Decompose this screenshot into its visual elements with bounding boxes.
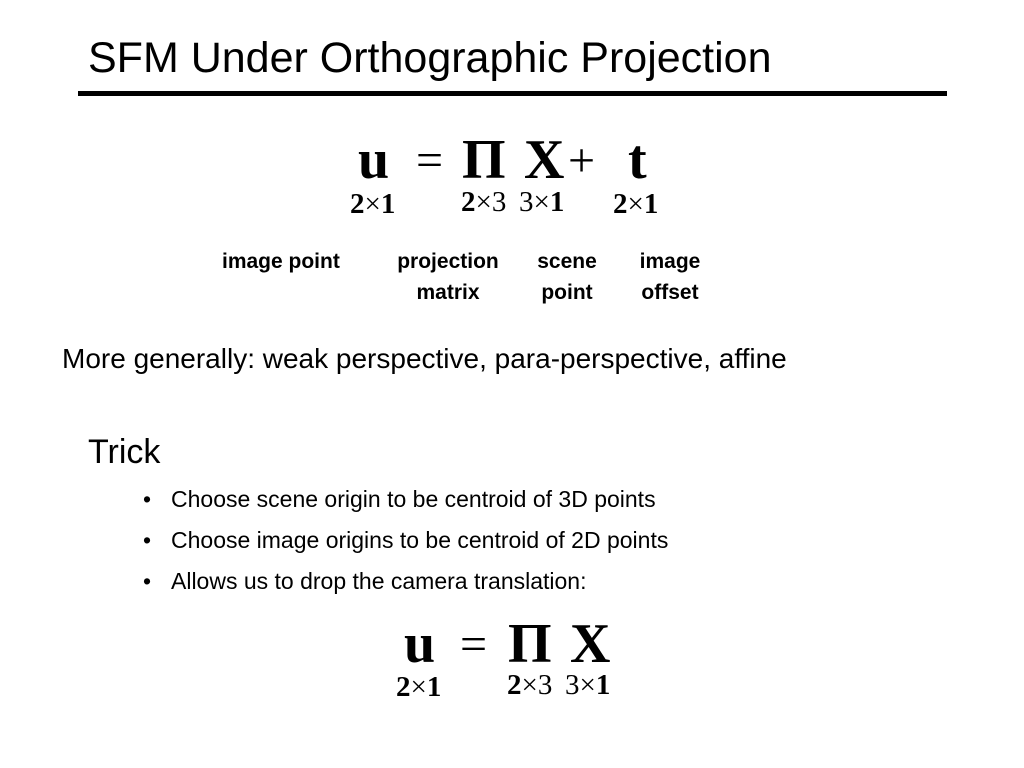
eq2-X: X bbox=[570, 613, 611, 675]
eq1-dim-pi: 2×3 bbox=[461, 186, 507, 218]
slide-title: SFM Under Orthographic Projection bbox=[88, 34, 772, 82]
eq1-plus: + bbox=[568, 134, 596, 187]
eq1-dim-X: 3×1 bbox=[519, 186, 565, 218]
label-image-offset: image offset bbox=[639, 250, 701, 304]
eq2-dim-X: 3×1 bbox=[565, 669, 611, 701]
title-underline bbox=[78, 91, 947, 96]
eq2-u: u bbox=[404, 613, 436, 675]
trick-heading: Trick bbox=[88, 433, 161, 471]
eq1-u: u bbox=[358, 129, 390, 191]
eq2-dim-u: 2×1 bbox=[396, 671, 442, 703]
list-item: •Allows us to drop the camera translatio… bbox=[143, 568, 587, 594]
more-generally-text: More generally: weak perspective, para-p… bbox=[62, 343, 787, 374]
eq2-equals: = bbox=[460, 618, 488, 671]
eq2-pi: Π bbox=[508, 613, 552, 675]
list-item: •Choose image origins to be centroid of … bbox=[143, 527, 669, 553]
label-projection-matrix: projection matrix bbox=[397, 250, 499, 304]
eq1-dim-u: 2×1 bbox=[350, 188, 396, 220]
eq1-X: X bbox=[524, 129, 565, 191]
eq1-dim-t: 2×1 bbox=[613, 188, 659, 220]
list-item: •Choose scene origin to be centroid of 3… bbox=[143, 486, 656, 512]
eq1-equals: = bbox=[416, 134, 444, 187]
eq2-dim-pi: 2×3 bbox=[507, 669, 553, 701]
label-image-point: image point bbox=[222, 250, 340, 273]
label-scene-point: scene point bbox=[537, 250, 597, 304]
eq1-t: t bbox=[628, 129, 647, 191]
eq1-pi: Π bbox=[462, 129, 506, 191]
